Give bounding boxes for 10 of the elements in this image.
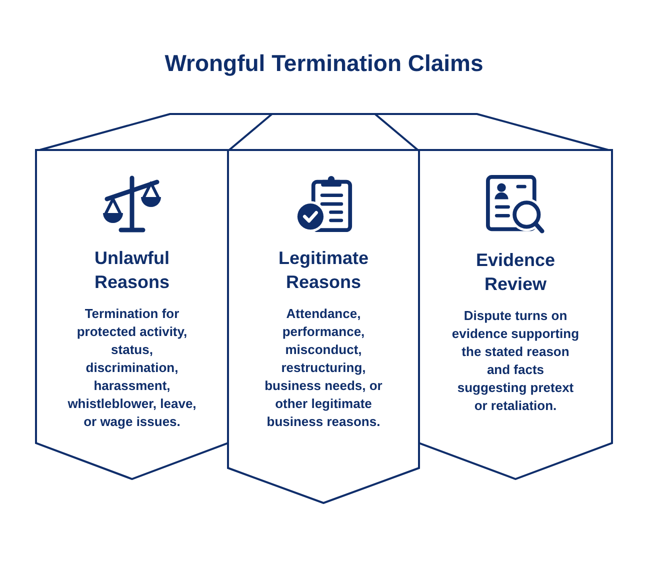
- pentagon-panel: [35, 149, 229, 480]
- pentagon-panel: [418, 149, 613, 480]
- panel-heading: Unlawful Reasons: [93, 247, 171, 294]
- panel-description: Attendance, performance, misconduct, restructuring, business needs, or other legitimate business reasons.: [264, 305, 384, 431]
- diagram-title: Wrongful Termination Claims: [164, 49, 484, 78]
- panel-description: Termination for protected activity, status, discrimination, harassment, whistleblower, leave, or wage issues.: [66, 305, 198, 431]
- panel-heading: Evidence Review: [474, 249, 556, 296]
- pentagon-panel: [227, 149, 420, 504]
- panel-heading: Legitimate Reasons: [277, 247, 370, 294]
- panel-description: Dispute turns on evidence supporting the stated reason and facts suggesting pretext or retaliation.: [451, 307, 580, 415]
